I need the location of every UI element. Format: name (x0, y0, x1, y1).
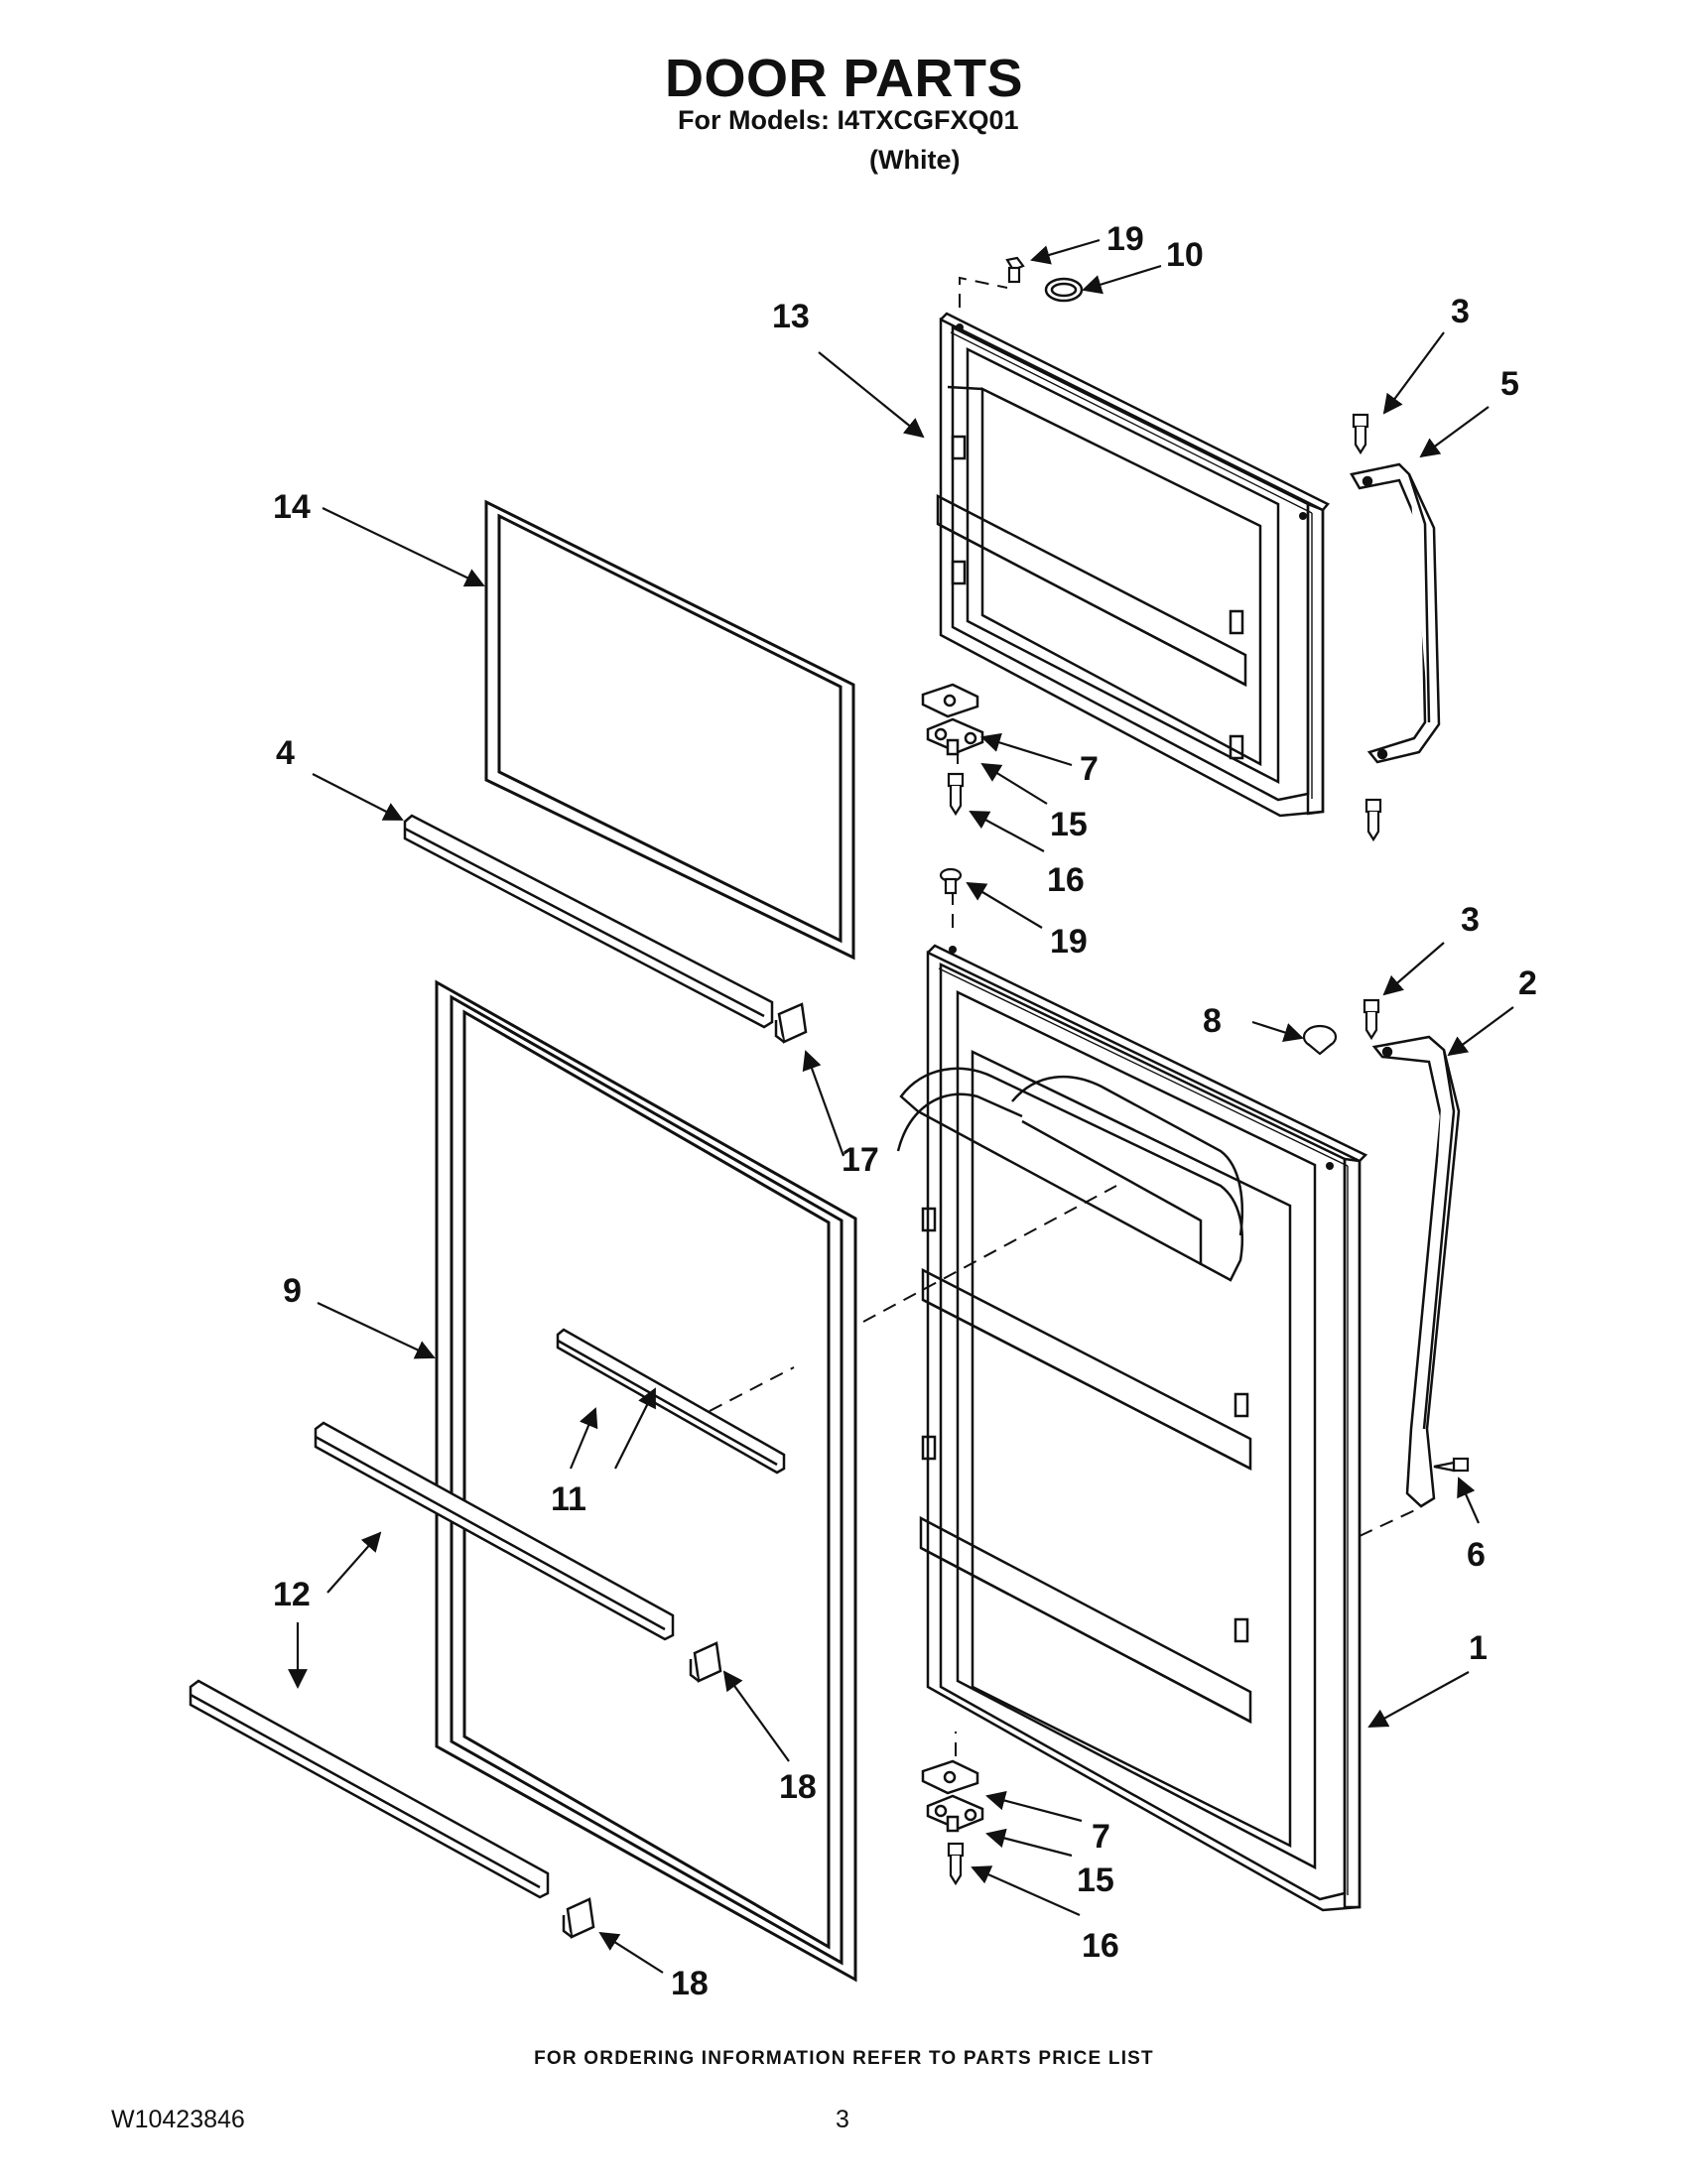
fresh-food-door-inner-panel (896, 944, 1368, 1912)
freezer-handle-5 (1350, 462, 1441, 764)
screw-3-mid (1363, 998, 1380, 1041)
callout-8: 8 (1203, 1002, 1222, 1040)
callout-19-mid: 19 (1050, 923, 1088, 961)
fresh-food-door-gasket (435, 979, 857, 1983)
end-cap-18-lower (562, 1897, 595, 1939)
callout-10: 10 (1166, 236, 1204, 274)
freezer-door-gasket (484, 499, 855, 961)
callout-labels: 19 10 13 3 5 14 4 7 15 16 19 3 2 8 17 9 … (273, 220, 1537, 2002)
callout-17: 17 (842, 1141, 879, 1179)
alignment-lines (709, 276, 1420, 1756)
plug-8 (1302, 1024, 1338, 1056)
callout-6: 6 (1467, 1536, 1486, 1574)
callout-11: 11 (551, 1480, 586, 1518)
color-variant: (White) (869, 145, 961, 175)
plug-19-lower (939, 867, 963, 895)
callout-4: 4 (276, 734, 295, 772)
callout-14: 14 (273, 488, 311, 526)
hinge-7-upper (921, 683, 979, 718)
screw-3-bottom (1364, 798, 1382, 842)
hinge-7-lower (921, 1759, 979, 1795)
page-title: DOOR PARTS (664, 49, 1023, 108)
hinge-pin-15-lower (926, 1794, 984, 1833)
callout-18-upper: 18 (779, 1768, 817, 1806)
end-cap-17 (774, 1002, 808, 1044)
callout-3-mid: 3 (1461, 901, 1480, 939)
callout-12: 12 (273, 1576, 311, 1613)
models-line: For Models: I4TXCGFXQ01 (678, 105, 1019, 135)
callout-5: 5 (1500, 365, 1519, 403)
callout-15-bottom: 15 (1077, 1862, 1114, 1899)
callout-7-top: 7 (1080, 750, 1099, 788)
page-number: 3 (836, 2106, 849, 2133)
screw-16-lower (947, 1842, 965, 1886)
callout-3-top: 3 (1451, 293, 1470, 330)
callout-7-bottom: 7 (1092, 1818, 1110, 1856)
fresh-food-handle-2 (1371, 1035, 1461, 1508)
callout-13: 13 (772, 298, 810, 335)
trim-strip-12-upper (314, 1421, 675, 1641)
plug-19-upper (1005, 256, 1025, 284)
callout-15-top: 15 (1050, 806, 1088, 843)
gasket-ring-10 (1044, 277, 1084, 303)
freezer-door-inner-panel (936, 312, 1330, 818)
trim-strip-12-lower (189, 1679, 550, 1899)
callout-16-bottom: 16 (1082, 1927, 1119, 1965)
callout-18-lower: 18 (671, 1965, 709, 2002)
screw-16-upper (947, 772, 965, 817)
trim-strip-4 (403, 814, 774, 1029)
trim-strip-11 (556, 1328, 786, 1475)
callout-2: 2 (1518, 964, 1537, 1002)
ordering-note: FOR ORDERING INFORMATION REFER TO PARTS … (534, 2048, 1154, 2069)
callout-19-top: 19 (1106, 220, 1144, 258)
callout-16-top: 16 (1047, 861, 1085, 899)
end-cap-18-upper (689, 1641, 722, 1683)
hinge-pin-15-upper (926, 717, 984, 756)
screw-3-top (1352, 413, 1369, 455)
document-number: W10423846 (111, 2106, 245, 2133)
screw-6 (1433, 1457, 1470, 1473)
leader-arrows (288, 238, 1514, 1974)
callout-1: 1 (1469, 1629, 1488, 1667)
callout-9: 9 (283, 1272, 302, 1310)
